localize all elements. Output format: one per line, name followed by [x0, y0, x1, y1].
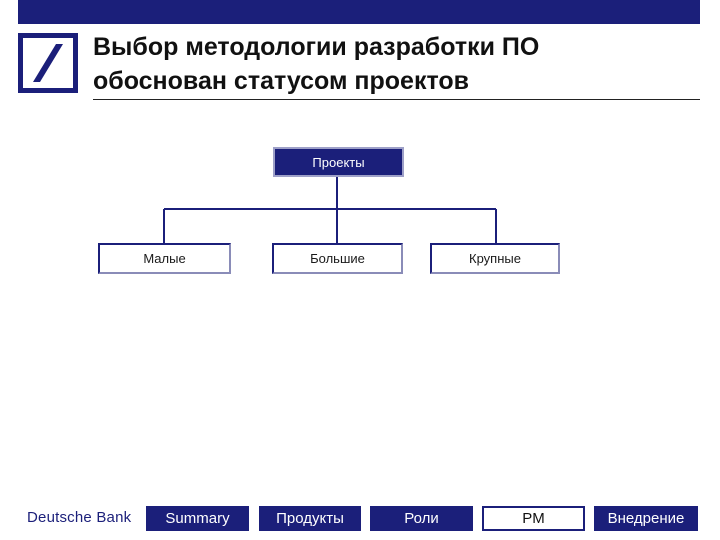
slide-title: Выбор методологии разработки ПО обоснова… — [93, 30, 693, 98]
node-major: Крупные — [430, 243, 560, 274]
slide-title-line-1: Выбор методологии разработки ПО — [93, 33, 540, 61]
tab-products[interactable]: Продукты — [259, 506, 361, 531]
node-small: Малые — [98, 243, 231, 274]
node-large: Большие — [272, 243, 403, 274]
top-banner-bar — [18, 0, 700, 24]
tab-roles[interactable]: Роли — [370, 506, 473, 531]
footer-brand: Deutsche Bank — [27, 509, 132, 526]
tab-pm[interactable]: PM — [482, 506, 585, 531]
tab-summary[interactable]: Summary — [146, 506, 249, 531]
title-divider — [93, 99, 700, 100]
slide-title-line-2: обоснован статусом проектов — [93, 67, 470, 95]
node-projects: Проекты — [273, 147, 404, 177]
deutsche-bank-logo-icon — [18, 33, 78, 93]
tab-implementation[interactable]: Внедрение — [594, 506, 698, 531]
